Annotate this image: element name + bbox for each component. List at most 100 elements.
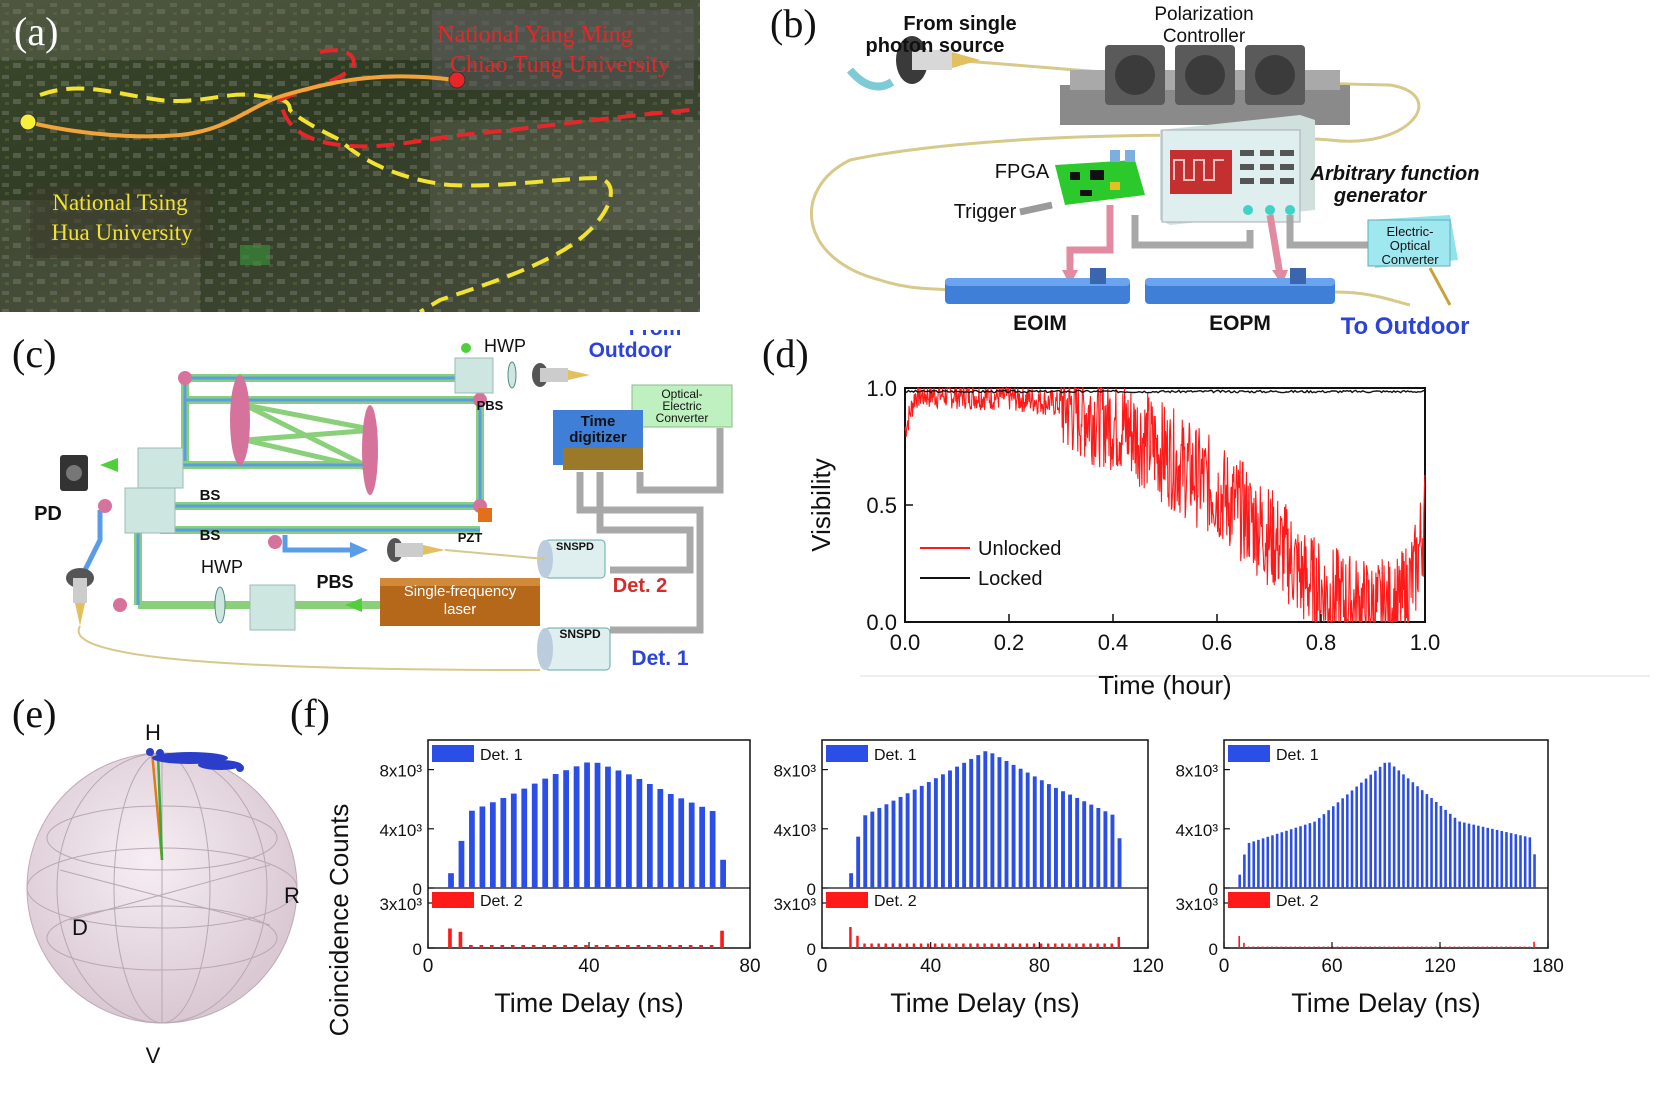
det1-bar [1243, 854, 1246, 888]
legend-swatch-det2 [826, 892, 868, 908]
det2-bar [479, 945, 484, 948]
interferometer-beams [82, 374, 510, 609]
det2-bar [962, 943, 965, 948]
state-trajectory [146, 748, 244, 772]
det2-bar [573, 945, 578, 948]
det1-bar [1332, 806, 1335, 888]
det2-bar [1327, 946, 1329, 948]
legend-swatch-det1 [1228, 745, 1270, 762]
det2-bar [678, 945, 683, 948]
det2-bar [983, 943, 986, 948]
det1-bar [1299, 826, 1302, 888]
det1-bar [521, 788, 528, 888]
det2-bar [500, 945, 505, 948]
det1-bar [1025, 772, 1030, 888]
y-tick-label: 0.0 [866, 610, 897, 635]
y-tick-label: 8x10³ [1175, 762, 1218, 781]
det2-bar [1082, 943, 1085, 948]
map-image: National Yang Ming Chiao Tung University… [0, 0, 700, 314]
x-tick-label: 0.6 [1202, 630, 1233, 655]
det1-bar [1247, 842, 1251, 888]
det2-bar [856, 935, 859, 948]
det1-bar [1434, 801, 1438, 888]
x-tick-label: 80 [739, 956, 760, 977]
det1-bar [1336, 802, 1340, 888]
det2-bar [1341, 946, 1343, 948]
x-tick-label: 0 [817, 956, 828, 977]
det1-bar [458, 840, 465, 888]
legend-label-det2: Det. 2 [874, 893, 917, 910]
y-tick-label: 3x10³ [379, 895, 422, 914]
det1-bar [1463, 822, 1466, 888]
det1-bar [1430, 798, 1433, 888]
det1-bar [1068, 794, 1073, 888]
det2-bar [1491, 946, 1493, 948]
det1-bar [1280, 832, 1284, 888]
eo-label-1: Electric- [1387, 224, 1434, 239]
det2-bar [657, 945, 662, 948]
det2-bar [1004, 943, 1008, 948]
det1-bar [1032, 776, 1037, 888]
det1-bar [962, 762, 967, 888]
det1-bar [1523, 836, 1527, 888]
det2-bar [1271, 946, 1273, 948]
det1-bar [479, 806, 486, 888]
laser [380, 578, 540, 626]
det2-bar [636, 945, 641, 948]
panel-f-label: (f) [290, 691, 330, 736]
y-tick-label: 4x10³ [1175, 821, 1218, 840]
det2-bar [1416, 946, 1418, 948]
det1-bar [898, 796, 903, 888]
x-tick-label: 40 [920, 956, 941, 977]
bs-top-label: BS [200, 487, 221, 504]
det1-bar [1350, 790, 1354, 888]
series-unlocked-line [904, 386, 1426, 624]
det1-bar [1011, 764, 1016, 888]
det1-bar [863, 815, 868, 888]
det2-bar [1425, 946, 1428, 948]
det2-bar [1533, 941, 1535, 948]
det2-bar [646, 945, 651, 948]
det2-bar [976, 943, 979, 948]
det1-bar [1369, 774, 1373, 888]
det2-bar [510, 945, 515, 948]
x-tick-label: 180 [1532, 956, 1564, 977]
det2-bar [1089, 943, 1092, 948]
det2-bar [1261, 946, 1264, 948]
det2-bar [1313, 946, 1315, 948]
det1-bar [884, 804, 889, 888]
det2-bar [458, 931, 463, 948]
x-axis-label: Time (hour) [1098, 670, 1231, 700]
det2-bar [1054, 943, 1057, 948]
nthu-marker [19, 113, 37, 131]
det1-bar [1439, 805, 1443, 888]
det2-bar [1420, 946, 1423, 948]
legend-label-det2: Det. 2 [480, 893, 523, 910]
det1-bar [552, 774, 559, 888]
state-vector-green [156, 753, 164, 861]
det1-bar [615, 770, 622, 888]
det2-bar [720, 930, 724, 948]
det2-bar [542, 945, 546, 948]
det1-bar [997, 757, 1002, 888]
det1-bar [1449, 813, 1452, 888]
det2-bar [1103, 943, 1106, 948]
det2-bar [594, 945, 599, 948]
collimator-left [66, 568, 94, 626]
panel-a-label: (a) [14, 9, 59, 54]
det1-bar [1346, 794, 1349, 888]
det2-bar [1411, 946, 1414, 948]
det1-bar [955, 766, 960, 888]
x-tick-label: 1.0 [1410, 630, 1441, 655]
det1-bar [1285, 830, 1288, 888]
det2-bar [626, 945, 630, 948]
det1-bar [688, 802, 695, 888]
det1-bar [531, 783, 538, 888]
det2-bar [1434, 946, 1437, 948]
det2-bar [1252, 946, 1255, 948]
nthu-label-2: Hua University [51, 220, 193, 245]
det1-bar [1039, 780, 1044, 888]
det2-bar [1075, 943, 1078, 948]
series-locked-line [904, 389, 1426, 394]
legend-label-det1: Det. 1 [1276, 747, 1319, 764]
